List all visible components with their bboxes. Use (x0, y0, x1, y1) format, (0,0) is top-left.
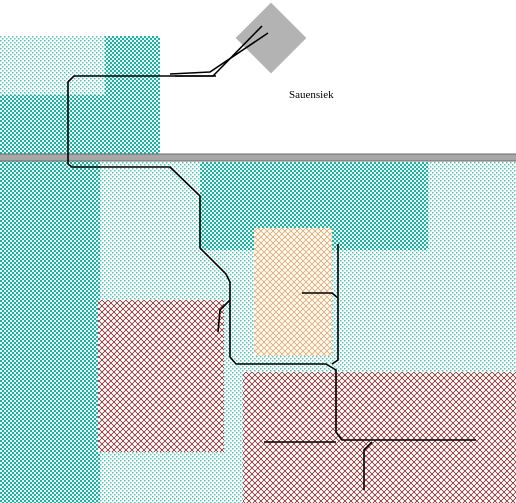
place-label: Sauensiek (289, 89, 334, 101)
south-spur (363, 441, 373, 490)
railway (0, 153, 516, 162)
residential-red-hatch (98, 300, 516, 503)
spur-road (217, 299, 231, 333)
main-road (67, 75, 476, 441)
building (235, 2, 307, 74)
access-road-parallel (169, 32, 269, 75)
commercial-orange-hatch (254, 228, 332, 356)
roads (67, 25, 476, 490)
dense-teal-area (0, 36, 428, 503)
access-road (175, 25, 263, 77)
cul-de-sac (302, 292, 339, 299)
east-road (331, 244, 339, 365)
